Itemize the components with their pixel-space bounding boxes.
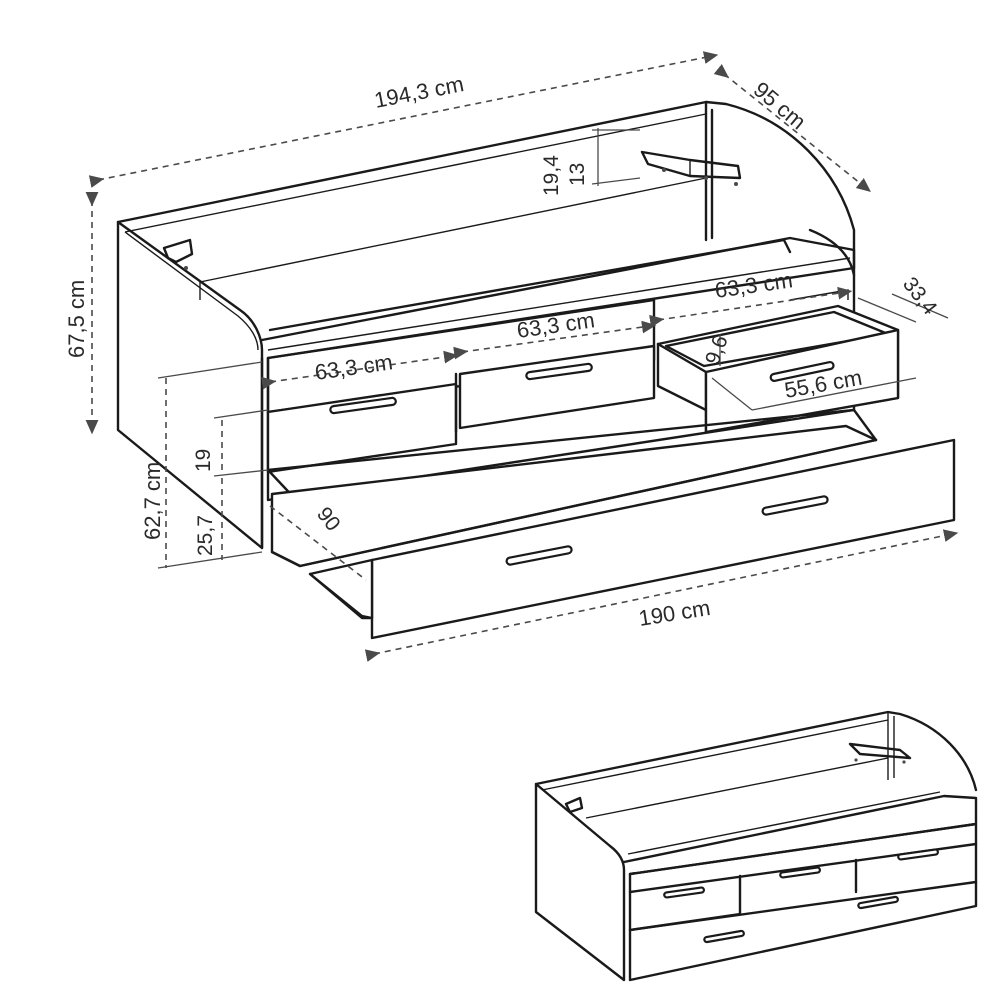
drawer-right-runner <box>789 289 849 301</box>
dim-label-bottom-height: 25,7 <box>194 515 217 556</box>
bed-back-panel-inner <box>199 177 707 283</box>
thumb-left-side <box>534 782 626 982</box>
thumb-drawer-dividers <box>628 842 978 932</box>
bed-back-wall-right <box>704 100 714 242</box>
thumb-lift-bracket <box>848 742 912 764</box>
dim-tick-pullout-gap-top <box>213 409 269 419</box>
dim-line-trundle-width <box>269 505 367 581</box>
dim-label-pullout-gap: 19 <box>192 449 215 472</box>
trundle-handle-right <box>761 495 829 516</box>
dim-line-total-length <box>88 51 719 188</box>
thumb-back-inner <box>541 712 895 819</box>
bed-right-side-front <box>808 228 856 277</box>
drawer-left-front <box>266 382 458 474</box>
dim-label-rail-a: 19,4 <box>540 155 563 196</box>
dim-ext-drawer-depth-a <box>891 293 949 319</box>
bed-slat-edge <box>268 238 792 332</box>
main-bed-drawing <box>116 100 956 640</box>
dim-label-front-height: 62,7 cm <box>140 462 165 540</box>
bed-left-side-inner <box>124 231 259 351</box>
dim-line-drawer-depth <box>857 297 917 323</box>
thumb-handle-5 <box>857 895 899 910</box>
thumb-front <box>628 822 978 982</box>
drawer-right-side <box>656 342 708 412</box>
dim-tick-front-height-top <box>157 361 263 379</box>
thumb-handle-3 <box>897 848 939 861</box>
thumb-handle-2 <box>779 866 821 879</box>
lift-bracket-front <box>162 238 194 270</box>
thumb-lift-bracket-front <box>564 796 584 814</box>
thumbnail-closed-bed <box>534 710 978 982</box>
dim-line-depth <box>713 64 871 193</box>
dim-label-total-length: 194,3 cm <box>372 71 466 113</box>
dim-label-drawer-middle: 63,3 cm <box>515 307 596 343</box>
drawer-left-handle <box>329 396 397 415</box>
dim-ext-drawer-inner-depth <box>711 377 753 411</box>
dim-tick-rail-a-bottom <box>591 177 641 185</box>
drawer-right-front <box>704 328 900 434</box>
thumb-back-top <box>534 710 978 792</box>
dim-line-drawer-inner-depth <box>751 377 917 411</box>
thumb-handle-1 <box>663 886 705 899</box>
dim-line-drawer-middle <box>453 320 657 360</box>
trundle-side <box>308 558 374 620</box>
thumb-top-rail <box>622 794 978 876</box>
dim-label-drawer-left: 63,3 cm <box>313 349 394 385</box>
drawer-right-handle <box>769 360 835 383</box>
dim-label-rail-b: 13 <box>566 163 589 186</box>
dim-line-drawer-left <box>261 350 459 390</box>
drawer-middle-handle <box>525 362 593 381</box>
bed-back-inner-edge <box>124 113 707 233</box>
dim-line-drawer-right <box>649 286 853 328</box>
trundle-base-edge <box>270 438 878 568</box>
thumb-drawer-row2 <box>628 912 742 932</box>
thumb-handle-4 <box>703 929 745 944</box>
dim-tick-pullout-gap-bottom <box>213 469 269 477</box>
dim-tick-front-height-bottom <box>157 551 263 569</box>
dim-label-total-height: 67,5 cm <box>64 280 89 358</box>
dim-label-drawer-right: 63,3 cm <box>713 267 794 303</box>
thumb-slat <box>627 791 941 855</box>
dim-label-trundle-length: 190 cm <box>637 595 712 631</box>
drawer-middle-front <box>458 344 656 430</box>
dim-label-depth: 95 cm <box>749 77 811 135</box>
bed-front-top-rail-2 <box>267 257 851 351</box>
